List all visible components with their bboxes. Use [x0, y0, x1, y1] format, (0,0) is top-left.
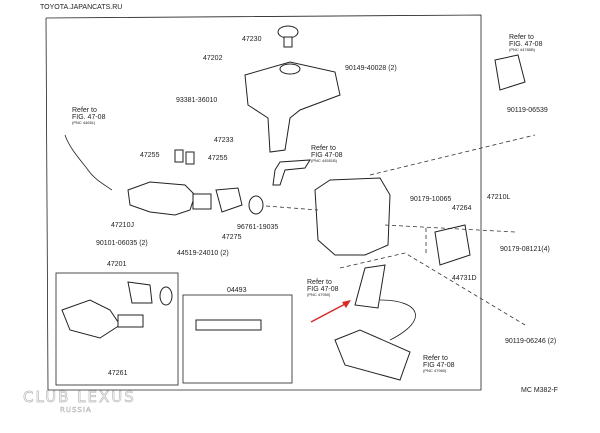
- diagram-code: MC M382-F: [521, 387, 558, 394]
- part-label[interactable]: 47275: [222, 234, 242, 241]
- part-label[interactable]: 47261: [108, 370, 128, 377]
- reference-r3[interactable]: Refer to FIG. 47-08 (PNC 44785B): [509, 34, 543, 52]
- kit-04493-parts: [195, 319, 262, 331]
- part-label[interactable]: 47255: [208, 155, 228, 162]
- svg-text:Refer to: Refer to: [423, 355, 448, 362]
- part-label[interactable]: 96761-19035: [237, 224, 278, 231]
- svg-text:FIG 47-08: FIG 47-08: [307, 286, 339, 293]
- reference-r2[interactable]: Refer to FIG 47-08 (PNC 44551B): [311, 145, 343, 163]
- svg-text:(PNC 44551B): (PNC 44551B): [311, 158, 338, 163]
- part-label[interactable]: 90179-10065: [410, 196, 451, 203]
- hose: [272, 159, 311, 186]
- part-label[interactable]: 47255: [140, 152, 160, 159]
- svg-text:(PNC 47960): (PNC 47960): [423, 368, 447, 373]
- part-label[interactable]: 47201: [107, 261, 127, 268]
- pump-motor: [334, 264, 416, 381]
- reference-r4[interactable]: Refer to FIG 47-08 (PNC 47950): [307, 279, 339, 297]
- svg-text:(PNC 47950): (PNC 47950): [307, 292, 331, 297]
- actuator-body: [314, 177, 391, 256]
- part-label[interactable]: 47202: [203, 55, 223, 62]
- part-label[interactable]: 47264: [452, 205, 472, 212]
- part-label[interactable]: 04493: [227, 287, 247, 294]
- brake-line: [64, 134, 113, 191]
- part-label[interactable]: 90101-06035 (2): [96, 240, 148, 247]
- svg-text:FIG. 47-08: FIG. 47-08: [509, 41, 543, 48]
- svg-text:Refer to: Refer to: [72, 107, 97, 114]
- svg-text:(PNC 44651): (PNC 44651): [72, 120, 96, 125]
- leader-dashed: [369, 134, 536, 176]
- reservoir-tank: [244, 25, 341, 153]
- svg-text:(PNC 44785B): (PNC 44785B): [509, 47, 536, 52]
- part-label[interactable]: 93381-36010: [176, 97, 217, 104]
- kit-box-04493: [182, 294, 293, 384]
- reservoir-cap: [277, 25, 299, 39]
- svg-text:Refer to: Refer to: [307, 279, 332, 286]
- gasket-44785B: [494, 54, 526, 91]
- watermark-sub: RUSSIA: [60, 406, 92, 414]
- part-label[interactable]: 47210L: [487, 194, 510, 201]
- part-labels: 47230 47202 90149-40028 (2) 93381-36010 …: [96, 36, 558, 394]
- kit-box-47201: [55, 272, 179, 386]
- part-label[interactable]: 47233: [214, 137, 234, 144]
- master-cylinder: [127, 149, 264, 216]
- svg-text:FIG 47-08: FIG 47-08: [423, 362, 455, 369]
- svg-text:Refer to: Refer to: [509, 34, 534, 41]
- part-label[interactable]: 44731D: [452, 275, 477, 282]
- kit-47201-parts: [61, 281, 173, 339]
- svg-text:FIG 47-08: FIG 47-08: [311, 152, 343, 159]
- part-label[interactable]: 44519-24010 (2): [177, 250, 229, 257]
- part-label[interactable]: 90119-06539: [507, 107, 548, 114]
- assembly-frame: [45, 14, 482, 391]
- reference-r1[interactable]: Refer to FIG. 47-08 (PNC 44651): [72, 107, 106, 125]
- part-label[interactable]: 47230: [242, 36, 262, 43]
- part-label[interactable]: 90119-06246 (2): [505, 338, 556, 345]
- svg-text:FIG. 47-08: FIG. 47-08: [72, 114, 106, 121]
- site-header: TOYOTA.JAPANCATS.RU: [40, 4, 122, 11]
- highlight-arrow: [310, 300, 351, 323]
- part-label[interactable]: 90179-08121(4): [500, 246, 550, 253]
- reference-r5[interactable]: Refer to FIG 47-08 (PNC 47960): [423, 355, 455, 373]
- svg-text:Refer to: Refer to: [311, 145, 336, 152]
- watermark: CLUB LEXUS: [23, 388, 136, 406]
- part-label[interactable]: 90149-40028 (2): [345, 65, 397, 72]
- gasket-44731D: [434, 224, 471, 266]
- part-label[interactable]: 47210J: [111, 222, 134, 229]
